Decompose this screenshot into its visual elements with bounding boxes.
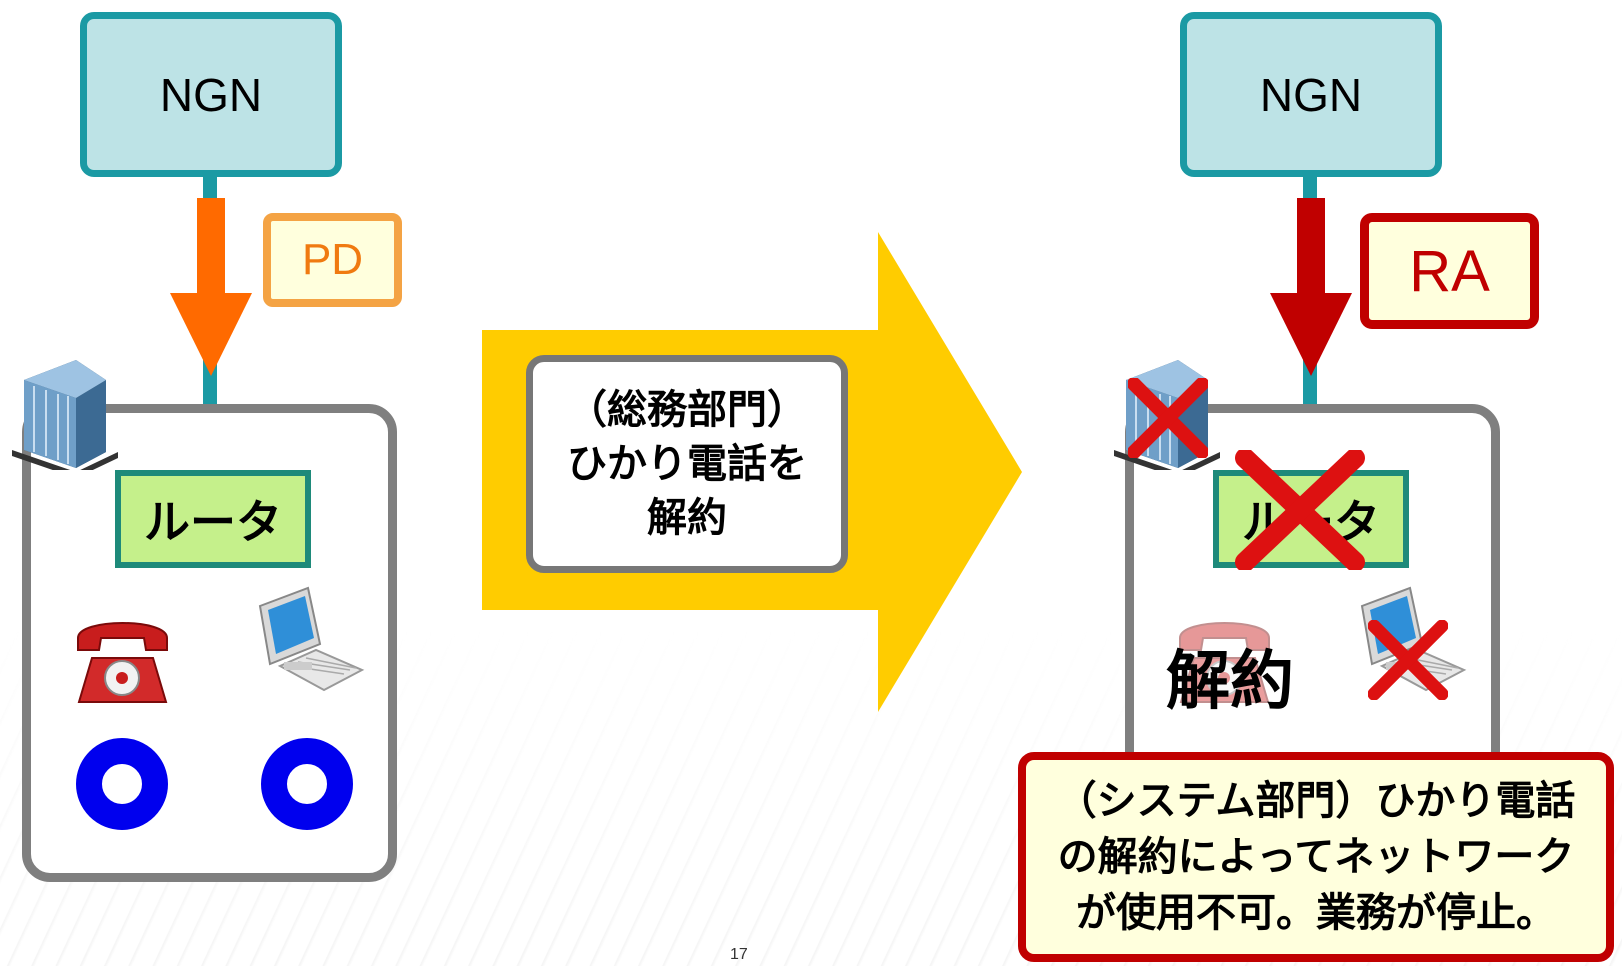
left-phone-ok-mark [76, 738, 168, 830]
left-pd-label: PD [301, 235, 364, 284]
left-building-icon [12, 360, 118, 470]
right-ngn-box: NGN [1180, 12, 1442, 177]
result-text-box: （システム部門）ひかり電話 の解約によってネットワーク が使用不可。業務が停止。 [1018, 752, 1614, 962]
right-ngn-label: NGN [1259, 68, 1363, 121]
right-ra-label: RA [1409, 238, 1490, 304]
router-x-mark [1235, 450, 1365, 570]
computer-x-mark [1368, 620, 1448, 700]
left-telephone-icon [77, 622, 168, 703]
left-computer-ok-mark [261, 738, 353, 830]
phone-cancel-label: 解約 [1166, 645, 1294, 719]
left-router-box: ルータ [115, 470, 311, 568]
left-computer-icon [258, 586, 365, 692]
building-x-mark [1128, 378, 1208, 458]
result-text: （システム部門）ひかり電話 の解約によってネットワーク が使用不可。業務が停止。 [1056, 778, 1576, 936]
right-telephone-icon [1179, 622, 1270, 703]
right-ra-arrow [1270, 198, 1352, 376]
page-number: 17 [730, 946, 748, 963]
left-pd-arrow [170, 198, 252, 376]
left-ngn-box: NGN [80, 12, 342, 177]
action-text: （総務部門） ひかり電話を 解約 [567, 387, 807, 541]
right-ra-box: RA [1360, 213, 1539, 329]
action-text-box: （総務部門） ひかり電話を 解約 [526, 355, 848, 573]
left-ngn-label: NGN [159, 68, 263, 121]
left-pd-box: PD [263, 213, 402, 307]
left-router-label: ルータ [144, 495, 282, 549]
